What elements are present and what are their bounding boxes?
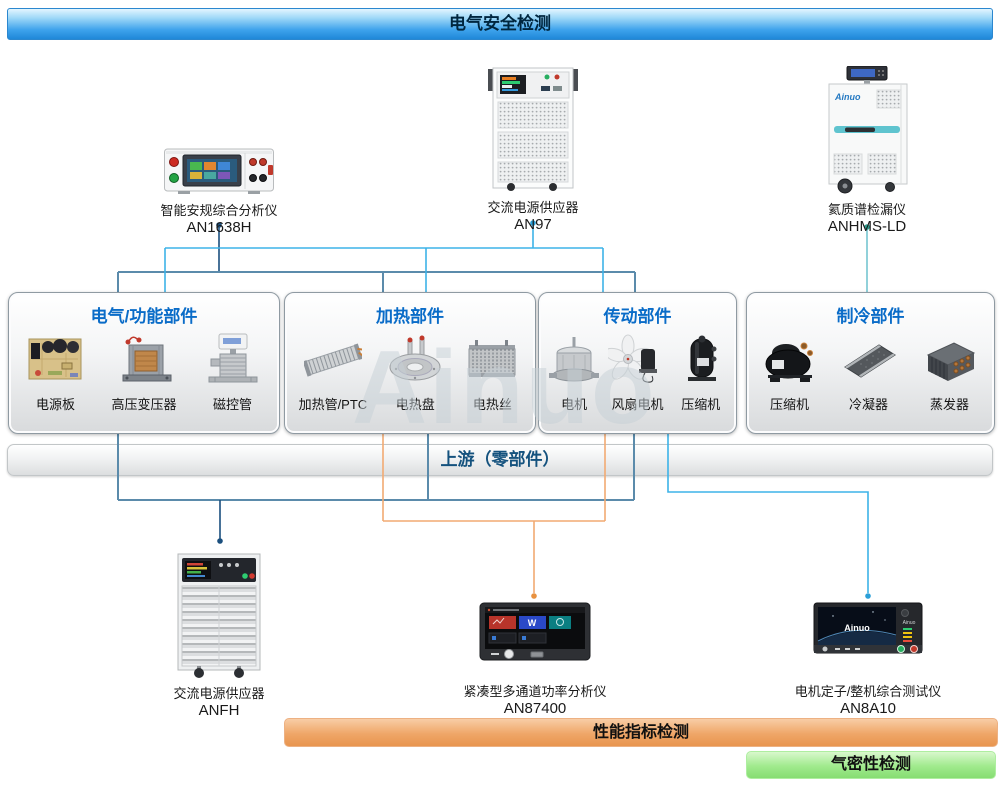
anfh-connector-dot — [217, 538, 223, 544]
compressor-vertical-image — [687, 335, 717, 381]
panel-title: 传动部件 — [603, 307, 672, 326]
instrument-name: 交流电源供应器 — [173, 686, 265, 701]
an97-image — [488, 67, 578, 191]
component-compressor-dome: 压缩机 — [762, 331, 818, 413]
vent-grid — [497, 101, 569, 129]
power-board-image — [28, 338, 82, 380]
instrument-an87400: W 紧凑型多通道功率分析仪 AN87400 — [435, 602, 635, 718]
start-button — [897, 645, 905, 653]
instrument-name: 智能安规综合分析仪 — [160, 203, 278, 218]
an1638h-image — [164, 148, 274, 194]
caster-wheel — [507, 183, 515, 191]
component-label: 磁控管 — [212, 397, 252, 412]
instrument-model: ANFH — [198, 702, 240, 719]
component-heater-ptc: 加热管/PTC — [299, 331, 368, 413]
an87400-image: W — [479, 602, 591, 661]
panel-title: 电气/功能部件 — [90, 307, 198, 326]
compressor-dome-image — [765, 342, 813, 382]
component-label: 高压变压器 — [111, 397, 177, 412]
component-label: 加热管/PTC — [298, 397, 368, 412]
instrument-model: ANHMS-LD — [827, 218, 907, 235]
component-label: 蒸发器 — [929, 397, 969, 412]
anhms-image: Ainuo — [828, 66, 908, 194]
panel-title: 制冷部件 — [836, 307, 905, 326]
component-label: 电热丝 — [472, 397, 512, 412]
component-label: 电热盘 — [395, 397, 435, 412]
instrument-name: 交流电源供应器 — [487, 200, 579, 215]
banner-upstream-components: 上游（零部件） — [7, 444, 993, 476]
banner-airtightness-test: 气密性检测 — [746, 751, 996, 779]
instrument-name: 电机定子/整机综合测试仪 — [794, 684, 942, 699]
component-evaporator: 蒸发器 — [920, 331, 980, 413]
screen-brand-logo: Ainuo — [844, 623, 870, 633]
evaporator-image — [926, 342, 975, 381]
an8a10-connector-dot — [865, 593, 871, 599]
panel-heating: 加热部件 — [284, 292, 536, 434]
component-label: 压缩机 — [769, 397, 809, 412]
heating-wire-image — [468, 340, 516, 377]
vent-grid — [876, 89, 902, 109]
control-knob — [504, 649, 514, 659]
banner-performance-test: 性能指标检测 — [284, 718, 998, 747]
an87400-connector-dot — [531, 593, 537, 599]
red-button — [169, 157, 179, 167]
component-power-board: 电源板 — [26, 331, 84, 413]
handle — [845, 127, 875, 132]
caster-wheel — [194, 668, 204, 678]
component-fan-motor: 风扇电机 — [604, 331, 666, 413]
panel-electrical-functional: 电气/功能部件 电源板 — [8, 292, 280, 434]
instrument-name: 紧凑型多通道功率分析仪 — [463, 684, 607, 699]
stop-button — [910, 645, 918, 653]
heating-plate-image — [389, 335, 441, 381]
banner-electrical-safety-test: 电气安全检测 — [7, 8, 993, 40]
panel-transmission: 传动部件 电机 — [538, 292, 737, 434]
panel-brand-label: Ainuo — [903, 620, 916, 626]
an8a10-image: Ainuo Ainuo — [813, 602, 923, 654]
component-condenser: 冷凝器 — [839, 331, 899, 413]
instrument-model: AN87400 — [503, 700, 567, 717]
terminal-black — [249, 174, 257, 182]
instrument-anhms-ld: Ainuo 氦质谱检漏仪 ANHMS-LD — [767, 66, 967, 236]
condenser-image — [843, 344, 896, 378]
anfh-image — [177, 553, 261, 678]
component-label: 冷凝器 — [848, 397, 888, 412]
component-label: 压缩机 — [681, 397, 721, 412]
fan-motor-image — [604, 334, 658, 383]
heater-ptc-image — [302, 343, 368, 377]
magnetron-image — [208, 333, 258, 383]
motor-image — [549, 337, 600, 382]
component-label: 风扇电机 — [611, 397, 664, 412]
component-label: 电机 — [561, 397, 588, 412]
instrument-model: AN97 — [514, 216, 552, 233]
instrument-name: 氦质谱检漏仪 — [827, 202, 906, 217]
green-button — [169, 173, 179, 183]
panel-refrigeration: 制冷部件 压缩机 — [746, 292, 995, 434]
instrument-model: AN1638H — [186, 219, 252, 236]
component-magnetron: 磁控管 — [203, 331, 261, 413]
camera-lens — [901, 609, 909, 617]
component-compressor-vertical: 压缩机 — [673, 331, 729, 413]
instrument-model: AN8A10 — [840, 700, 896, 717]
component-motor: 电机 — [546, 331, 602, 413]
component-heating-wire: 电热丝 — [463, 331, 521, 413]
instrument-an1638h: 智能安规综合分析仪 AN1638H — [119, 147, 319, 237]
instrument-an8a10: Ainuo Ainuo 电机定子/整机综合测试仪 AN8A10 — [768, 602, 968, 718]
instrument-anfh: 交流电源供应器 ANFH — [119, 552, 319, 720]
panel-title: 加热部件 — [376, 307, 444, 326]
terminal-red — [249, 158, 257, 166]
usb-port — [530, 651, 544, 658]
svg-text:W: W — [528, 618, 537, 628]
brand-logo: Ainuo — [834, 92, 861, 102]
component-hv-transformer: 高压变压器 — [111, 331, 176, 413]
component-label: 电源板 — [35, 397, 75, 412]
component-heating-plate: 电热盘 — [386, 331, 444, 413]
hv-transformer-image — [122, 336, 172, 382]
instrument-an97: 交流电源供应器 AN97 — [433, 66, 633, 234]
